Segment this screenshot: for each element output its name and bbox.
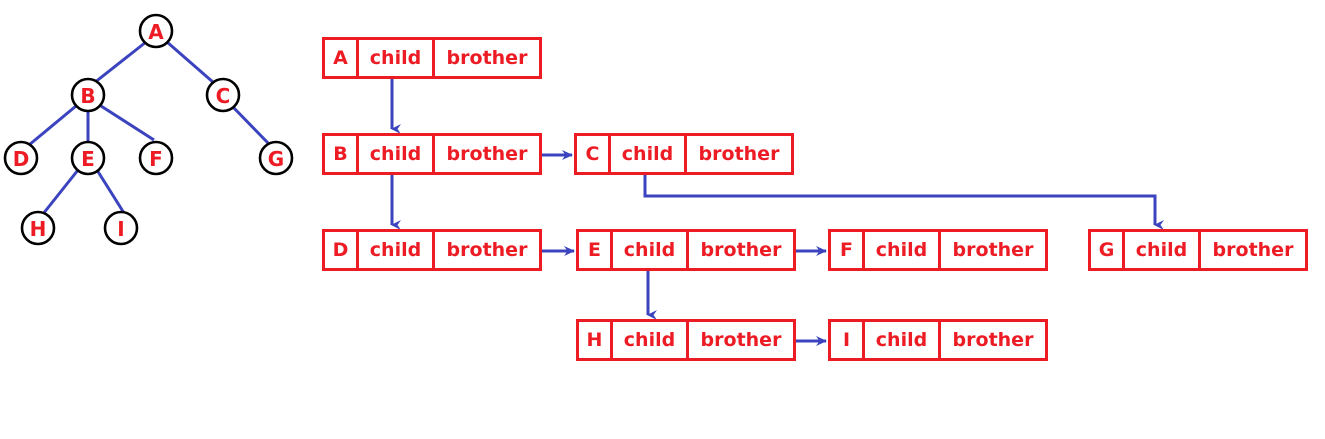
tree-node-circle bbox=[70, 77, 106, 113]
tree-node-c[interactable]: C bbox=[205, 77, 241, 113]
list-node-child[interactable]: child bbox=[359, 136, 435, 172]
list-node-child[interactable]: child bbox=[359, 232, 435, 268]
list-node-child[interactable]: child bbox=[865, 232, 941, 268]
tree-edge-e-h bbox=[41, 169, 80, 215]
tree-node-h[interactable]: H bbox=[20, 210, 56, 246]
list-node-child[interactable]: child bbox=[359, 40, 435, 76]
tree-node-label: B bbox=[80, 84, 95, 108]
list-node-c[interactable]: C child brother bbox=[574, 133, 794, 175]
list-node-key: F bbox=[831, 232, 865, 268]
pointer-c-child-to-g bbox=[643, 175, 1164, 230]
tree-node-i[interactable]: I bbox=[103, 210, 139, 246]
list-node-child[interactable]: child bbox=[613, 322, 689, 358]
list-node-key: B bbox=[325, 136, 359, 172]
tree-node-label: A bbox=[148, 20, 164, 44]
tree-edge-b-f bbox=[100, 104, 155, 142]
list-node-f[interactable]: F child brother bbox=[828, 229, 1048, 271]
list-node-h[interactable]: H child brother bbox=[576, 319, 796, 361]
list-node-g[interactable]: G child brother bbox=[1088, 229, 1308, 271]
tree-edge-a-b bbox=[93, 40, 147, 85]
tree-node-b[interactable]: B bbox=[70, 77, 106, 113]
list-node-e[interactable]: E child brother bbox=[576, 229, 796, 271]
list-node-brother[interactable]: brother bbox=[700, 328, 782, 351]
tree-node-circle bbox=[103, 210, 139, 246]
tree-node-label: E bbox=[81, 147, 95, 171]
list-node-brother[interactable]: brother bbox=[446, 46, 528, 69]
list-node-i[interactable]: I child brother bbox=[828, 319, 1048, 361]
list-node-child[interactable]: child bbox=[613, 232, 689, 268]
tree-node-label: F bbox=[149, 147, 163, 171]
list-node-child[interactable]: child bbox=[865, 322, 941, 358]
list-node-key: H bbox=[579, 322, 613, 358]
list-node-brother[interactable]: brother bbox=[446, 142, 528, 165]
tree-node-f[interactable]: F bbox=[138, 140, 174, 176]
tree-node-label: H bbox=[30, 217, 47, 241]
tree-node-label: I bbox=[117, 217, 124, 241]
list-node-brother[interactable]: brother bbox=[700, 238, 782, 261]
list-node-a[interactable]: A child brother bbox=[322, 37, 542, 79]
tree-node-circle bbox=[20, 210, 56, 246]
binary-tree-figure: A B C D E F G H bbox=[3, 13, 294, 246]
tree-node-circle bbox=[205, 77, 241, 113]
tree-node-circle bbox=[138, 140, 174, 176]
tree-node-e[interactable]: E bbox=[70, 140, 106, 176]
list-node-key: C bbox=[577, 136, 611, 172]
list-node-brother[interactable]: brother bbox=[1212, 238, 1294, 261]
tree-edge-e-i bbox=[95, 169, 126, 214]
tree-edge-c-g bbox=[230, 104, 270, 145]
list-node-key: E bbox=[579, 232, 613, 268]
tree-node-circle bbox=[258, 140, 294, 176]
list-node-child[interactable]: child bbox=[611, 136, 687, 172]
list-node-brother[interactable]: brother bbox=[698, 142, 780, 165]
list-node-brother[interactable]: brother bbox=[952, 238, 1034, 261]
list-node-brother[interactable]: brother bbox=[446, 238, 528, 261]
tree-node-label: C bbox=[216, 84, 231, 108]
tree-node-circle bbox=[3, 140, 39, 176]
tree-edge-a-c bbox=[166, 40, 215, 85]
list-node-key: G bbox=[1091, 232, 1125, 268]
tree-node-label: G bbox=[268, 147, 284, 171]
list-node-d[interactable]: D child brother bbox=[322, 229, 542, 271]
list-node-key: D bbox=[325, 232, 359, 268]
tree-node-label: D bbox=[13, 147, 30, 171]
list-node-child[interactable]: child bbox=[1125, 232, 1201, 268]
list-node-brother[interactable]: brother bbox=[952, 328, 1034, 351]
tree-node-g[interactable]: G bbox=[258, 140, 294, 176]
list-node-key: A bbox=[325, 40, 359, 76]
tree-node-a[interactable]: A bbox=[138, 13, 174, 49]
tree-node-circle bbox=[70, 140, 106, 176]
tree-node-d[interactable]: D bbox=[3, 140, 39, 176]
tree-edges bbox=[28, 40, 270, 215]
tree-edge-b-d bbox=[28, 104, 77, 147]
tree-node-circle bbox=[138, 13, 174, 49]
list-node-key: I bbox=[831, 322, 865, 358]
list-node-b[interactable]: B child brother bbox=[322, 133, 542, 175]
